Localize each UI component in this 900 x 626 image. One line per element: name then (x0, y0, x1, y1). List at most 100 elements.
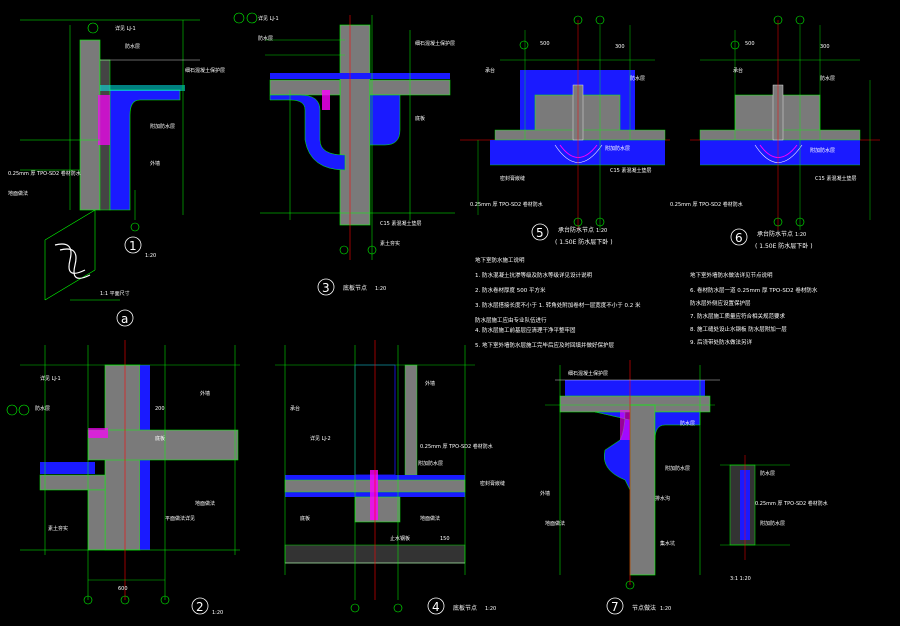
detail-3-label-f: 素土夯实 (380, 240, 400, 247)
detail-5: 500 300 承台 防水层 附加防水层 C15 素混凝土垫层 0.25mm 厚… (460, 15, 670, 230)
notes-col2-line-1: 6. 卷材防水层一道 0.25mm 厚 TPO-SD2 卷材防水 (690, 286, 818, 294)
detail-5-label-d: C15 素混凝土垫层 (610, 167, 651, 174)
detail-1-marker (124, 236, 142, 254)
detail-6-label-a: 承台 (733, 67, 743, 74)
detail-small-ratio: 3:1 1:20 (730, 576, 751, 582)
detail-7-scale: 1:20 (660, 606, 671, 612)
detail-2-label-g: 平面做法详见 (165, 515, 195, 522)
notes-col2-line-5: 9. 后浇带处防水做法另详 (690, 338, 752, 346)
detail-3-label-c: 细石混凝土保护层 (415, 40, 455, 47)
detail-small-label-a: 防水层 (760, 470, 775, 477)
detail-6: 500 300 承台 防水层 附加防水层 C15 素混凝土垫层 0.25mm 厚… (670, 15, 880, 230)
detail-5-label-f: 密封膏嵌缝 (500, 175, 525, 182)
detail-3-label-d: 底板 (415, 115, 425, 122)
detail-4-label-c: 详见 LJ-2 (310, 435, 331, 442)
detail-5-marker (531, 223, 549, 241)
detail-1-label-f: 0.25mm 厚 TPO-SD2 卷材防水 (8, 170, 81, 177)
detail-small-right: 防水层 0.25mm 厚 TPO-SD2 卷材防水 附加防水层 3:1 1:20 (720, 455, 828, 582)
detail-7-marker (606, 597, 624, 615)
detail-5-scale: 1:20 (596, 228, 607, 234)
detail-3-marker (317, 278, 335, 296)
detail-5-label-e: 0.25mm 厚 TPO-SD2 卷材防水 (470, 201, 543, 208)
detail-7-label-f: 地面做法 (545, 520, 565, 527)
detail-1-label-d: 附加防水层 (150, 123, 175, 130)
detail-1-label-e: 外墙 (150, 160, 160, 167)
detail-6-number: 6 (735, 231, 743, 245)
detail-small-label-b: 0.25mm 厚 TPO-SD2 卷材防水 (755, 500, 828, 507)
detail-7-label-c: 附加防水层 (665, 465, 690, 472)
detail-6-title: 承台防水节点 (757, 230, 793, 238)
detail-7-label-g: 集水坑 (660, 540, 675, 547)
detail-1-label-a: 详见 LJ-1 (115, 25, 136, 32)
detail-1a: a 1:1 平面尺寸 (44, 209, 134, 327)
detail-5-dim-b: 300 (615, 44, 625, 50)
detail-2-label-f: 地面做法 (195, 500, 215, 507)
detail-3-scale: 1:20 (375, 286, 386, 292)
detail-6-label-c: 附加防水层 (810, 147, 835, 154)
detail-2-label-e: 底板 (155, 435, 165, 442)
detail-2-label-c: 外墙 (200, 390, 210, 397)
notes-block: 地下室防水施工说明 1. 防水混凝土抗渗等级及防水等级详见设计说明 2. 防水卷… (475, 256, 818, 349)
detail-3-label-a: 详见 LJ-1 (258, 15, 279, 22)
detail-1-label-c: 细石混凝土保护层 (185, 67, 225, 74)
detail-3: 详见 LJ-1 防水层 细石混凝土保护层 底板 C15 素混凝土垫层 素土夯实 (233, 12, 455, 260)
detail-4-label-g: 地面做法 (420, 515, 440, 522)
detail-4-scale: 1:20 (485, 606, 496, 612)
detail-4-label-e: 附加防水层 (418, 460, 443, 467)
detail-2-scale: 1:20 (212, 610, 223, 616)
detail-7: 细石混凝土保护层 防水层 附加防水层 排水沟 外墙 地面做法 集水坑 (540, 360, 720, 590)
detail-4-label-f: 底板 (300, 515, 310, 522)
notes-col1-line-1: 1. 防水混凝土抗渗等级及防水等级详见设计说明 (475, 271, 592, 279)
detail-7-label-a: 细石混凝土保护层 (568, 370, 608, 377)
detail-3-number: 3 (322, 281, 330, 295)
detail-6-label-d: C15 素混凝土垫层 (815, 175, 856, 182)
detail-4-label-d: 0.25mm 厚 TPO-SD2 卷材防水 (420, 443, 493, 450)
detail-2-marker (191, 597, 209, 615)
detail-1-number: 1 (129, 239, 137, 253)
detail-2-label-d: 200 (155, 406, 165, 412)
notes-col1-line-3: 3. 防水层搭接长度不小于 1. 转角处附加卷材一层宽度不小于 0.2 米 (475, 301, 641, 309)
detail-4: 外墙 承台 详见 LJ-2 0.25mm 厚 TPO-SD2 卷材防水 附加防水… (275, 340, 505, 613)
notes-col1-line-2: 2. 防水卷材厚度 500 平方米 (475, 286, 546, 294)
detail-7-label-d: 排水沟 (655, 495, 670, 502)
detail-4-dim: 150 (440, 536, 450, 542)
notes-col1-line-0: 地下室防水施工说明 (475, 256, 525, 264)
detail-4-label-b: 承台 (290, 405, 300, 412)
detail-1-scale: 1:20 (145, 253, 156, 259)
detail-6-dim-a: 500 (745, 41, 755, 47)
detail-5-label-b: 防水层 (630, 75, 645, 82)
detail-3-label-e: C15 素混凝土垫层 (380, 220, 421, 227)
detail-5-label-a: 承台 (485, 67, 495, 74)
detail-4-title: 底板节点 (453, 604, 477, 612)
detail-7-label-e: 外墙 (540, 490, 550, 497)
detail-4-label-a: 外墙 (425, 380, 435, 387)
detail-1a-note: 1:1 平面尺寸 (100, 290, 130, 297)
detail-6-marker (730, 228, 748, 246)
notes-col2-line-2: 防水层外侧应设置保护层 (690, 299, 751, 307)
detail-5-dim-a: 500 (540, 41, 550, 47)
detail-5-subtitle: ( 1.50E 防水层下卧 ) (555, 238, 613, 246)
detail-6-dim-b: 300 (820, 44, 830, 50)
detail-1a-letter: a (121, 312, 128, 326)
detail-6-label-e: 0.25mm 厚 TPO-SD2 卷材防水 (670, 201, 743, 208)
detail-6-subtitle: ( 1.50E 防水层下卧 ) (755, 242, 813, 250)
detail-6-scale: 1:20 (795, 232, 806, 238)
detail-1-label-g: 地面做法 (8, 190, 28, 197)
notes-col1-line-4: 防水层施工应由专业队伍进行 (475, 316, 547, 324)
detail-3-title: 底板节点 (343, 284, 367, 292)
detail-3-label-b: 防水层 (258, 35, 273, 42)
detail-4-label-i: 密封膏嵌缝 (480, 480, 505, 487)
notes-col2-line-0: 地下室外墙防水做法详见节点说明 (690, 271, 773, 279)
detail-2-label-h: 素土夯实 (48, 525, 68, 532)
detail-4-marker (427, 597, 445, 615)
detail-6-label-b: 防水层 (820, 75, 835, 82)
detail-7-number: 7 (611, 600, 619, 614)
detail-2-label-a: 详见 LJ-1 (40, 375, 61, 382)
detail-1-label-b: 防水层 (125, 43, 140, 50)
notes-col1-line-6: 5. 地下室外墙防水层施工完毕后应及时回填并做好保护层 (475, 341, 614, 349)
notes-col2-line-4: 8. 施工缝处设止水钢板 防水层附加一层 (690, 325, 787, 333)
detail-1: 详见 LJ-1 防水层 细石混凝土保护层 附加防水层 外墙 0.25mm 厚 T… (8, 19, 225, 232)
detail-5-number: 5 (536, 226, 544, 240)
